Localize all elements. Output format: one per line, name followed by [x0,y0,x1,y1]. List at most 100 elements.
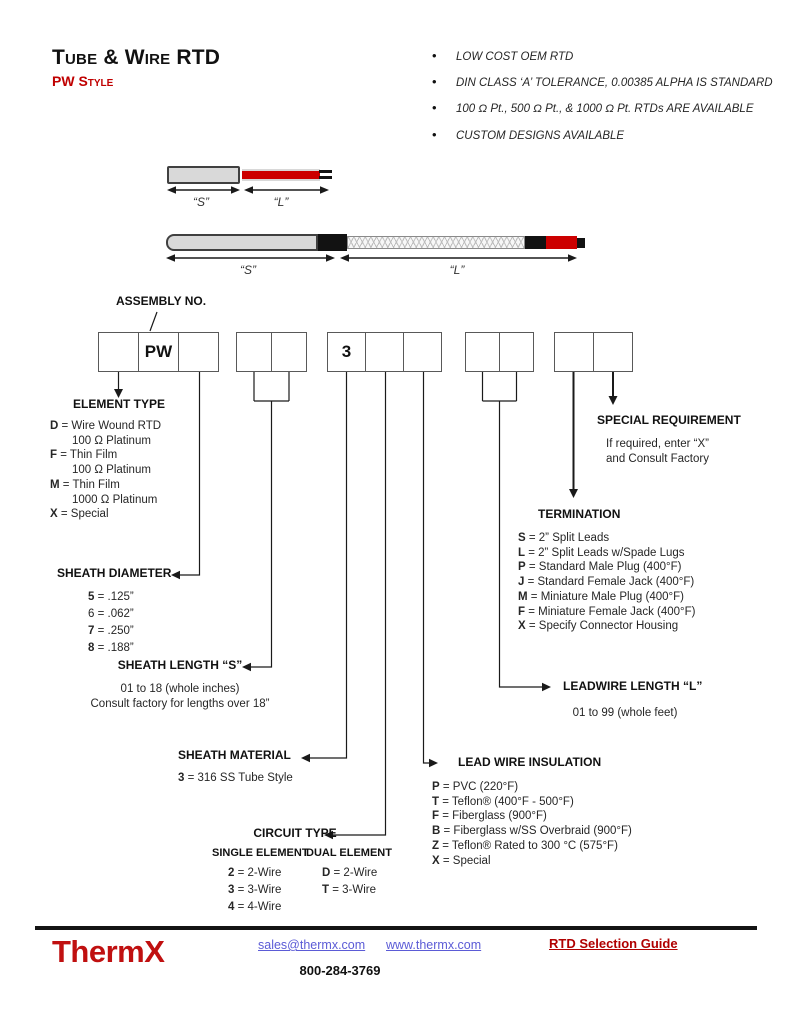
assembly-code-cell [178,332,219,372]
probe2-red-lead [546,236,577,249]
section-title-termination: TERMINATION [538,507,621,521]
sheath-length-note: 01 to 18 (whole inches) [120,683,240,695]
probe2-braided-lead [347,236,525,249]
sheath-diameter-option: 8 = .188” [88,642,134,654]
sheath-material-option: 3 = 316 SS Tube Style [178,772,293,784]
dimension-label-l: “L” [449,263,465,277]
assembly-code-cell [236,332,272,372]
section-title-leadwire-length: LEADWIRE LENGTH “L” [563,679,703,693]
probe2-wire-tip [577,238,585,248]
arrowhead-right [429,758,438,768]
probe2-sheath [166,234,318,251]
circuit-dual-option: D = 2-Wire [322,867,378,879]
assembly-code-cell: 3 [327,332,366,372]
sheath-diameter-option: 7 = .250” [88,625,134,637]
probe2-sleeve [525,236,546,249]
circuit-dual-options: D = 2-Wire T = 3-Wire [322,865,377,899]
termination-option: M = Miniature Male Plug (400°F) [518,590,684,603]
assembly-code-cell [403,332,442,372]
leadwire-length-notes: 01 to 99 (whole feet) [540,706,710,721]
assembly-no-label: ASSEMBLY NO. [116,294,207,308]
assembly-box-2 [236,332,307,372]
rtd-selection-guide-link[interactable]: RTD Selection Guide [549,936,678,951]
probe2-transition-sleeve [318,234,347,251]
lead-wire-insulation-option: F = Fiberglass (900°F) [432,810,547,823]
circuit-single-option: 3 = 3-Wire [228,884,282,896]
feature-item: CUSTOM DESIGNS AVAILABLE [432,128,773,144]
element-type-option: F = Thin Film [50,449,118,462]
termination-option: X = Specify Connector Housing [518,620,679,633]
insulation-connector [422,372,429,764]
assembly-code-cell [499,332,534,372]
section-title-sheath-diameter: SHEATH DIAMETER [57,566,172,580]
probe1-leadwire [242,169,320,181]
circuit-col-dual: DUAL ELEMENT [306,847,392,859]
lead-wire-insulation-option: B = Fiberglass w/SS Overbraid (900°F) [432,825,632,838]
element-type-option: 1000 Ω Platinum [72,493,158,506]
dimension-label-s: “S” [240,263,256,277]
assembly-box-5 [554,332,633,372]
lead-wire-insulation-option: X = Special [432,854,491,867]
dimension-label-s: “S” [193,195,209,209]
sheath-length-note: Consult factory for lengths over 18” [90,697,270,710]
termination-option: S = 2” Split Leads [518,532,610,544]
arrowhead-right [542,682,551,692]
circuit-type-connector [333,372,387,836]
special-requirement-notes: If required, enter “X”and Consult Factor… [585,437,730,466]
circuit-col-single: SINGLE ELEMENT [212,847,309,859]
footer-rule [35,926,757,930]
lead-wire-insulation-option: T = Teflon® (400°F - 500°F) [432,795,574,808]
section-title-sheath-length: SHEATH LENGTH “S” [117,658,243,672]
assembly-code-cell [98,332,139,372]
website-link[interactable]: www.thermx.com [386,938,482,952]
sheath-length-notes: 01 to 18 (whole inches) Consult factory f… [40,682,320,711]
leadwire-length-connector [481,372,542,688]
element-type-option: M = Thin Film [50,478,120,491]
feature-item: DIN CLASS ‘A’ TOLERANCE, 0.00385 ALPHA I… [432,75,773,91]
probe1-wire-tip [319,176,332,179]
assembly-code-cell: PW [138,332,179,372]
sheath-diameter-option: 5 = .125” [88,591,134,603]
section-title-element-type: ELEMENT TYPE [72,397,165,411]
assembly-box-1: PW [98,332,219,372]
section-title-circuit-type: CIRCUIT TYPE [253,826,337,840]
element-type-options: D = Wire Wound RTD 100 Ω Platinum F = Thin… [50,419,161,522]
feature-item: LOW COST OEM RTD [432,49,773,65]
section-title-sheath-material: SHEATH MATERIAL [178,748,291,762]
page-subtitle: PW Style [52,73,114,89]
lead-wire-insulation-options: P = PVC (220°F) T = Teflon® (400°F - 500°… [432,780,632,868]
termination-option: L = 2” Split Leads w/Spade Lugs [518,546,685,559]
lead-wire-insulation-option: Z = Teflon® Rated to 300 °C (575°F) [432,839,618,852]
termination-option: J = Standard Female Jack (400°F) [518,576,695,589]
element-type-option: D = Wire Wound RTD [50,420,162,432]
circuit-single-option: 4 = 4-Wire [228,901,282,913]
section-title-lead-wire-insulation: LEAD WIRE INSULATION [458,755,602,769]
phone-number: 800-284-3769 [299,963,381,978]
element-type-option: X = Special [50,508,109,521]
leadwire-length-note: 01 to 99 (whole feet) [572,707,678,719]
arrowhead-down [608,396,618,405]
assembly-pointer-line [149,311,158,332]
dimension-label-l: “L” [273,195,289,209]
termination-option: F = Miniature Female Jack (400°F) [518,605,696,618]
termination-options: S = 2” Split Leads L = 2” Split Leads w/S… [518,531,695,634]
special-requirement-note: If required, enter “X” [606,438,709,450]
feature-item: 100 Ω Pt., 500 Ω Pt., & 1000 Ω Pt. RTDs … [432,101,773,117]
feature-list: LOW COST OEM RTD DIN CLASS ‘A’ TOLERANCE,… [432,49,773,155]
element-type-option: 100 Ω Platinum [72,464,151,477]
sheath-diameter-option: 6 = .062” [88,608,134,620]
section-title-special-requirement: SPECIAL REQUIREMENT [597,413,741,427]
arrowhead-down [569,489,578,498]
assembly-code-cell [465,332,500,372]
sheath-diameter-options: 5 = .125” 6 = .062” 7 = .250” 8 = .188” [88,589,134,657]
page-title: Tube & Wire RTD [52,46,221,69]
sheath-material-options: 3 = 316 SS Tube Style [178,771,293,786]
probe1-wire-tip [319,170,332,173]
arrowhead-left [171,570,180,580]
email-link[interactable]: sales@thermx.com [258,938,366,952]
circuit-dual-option: T = 3-Wire [322,884,376,896]
element-type-option: 100 Ω Platinum [72,434,151,447]
lead-wire-insulation-option: P = PVC (220°F) [432,781,519,793]
